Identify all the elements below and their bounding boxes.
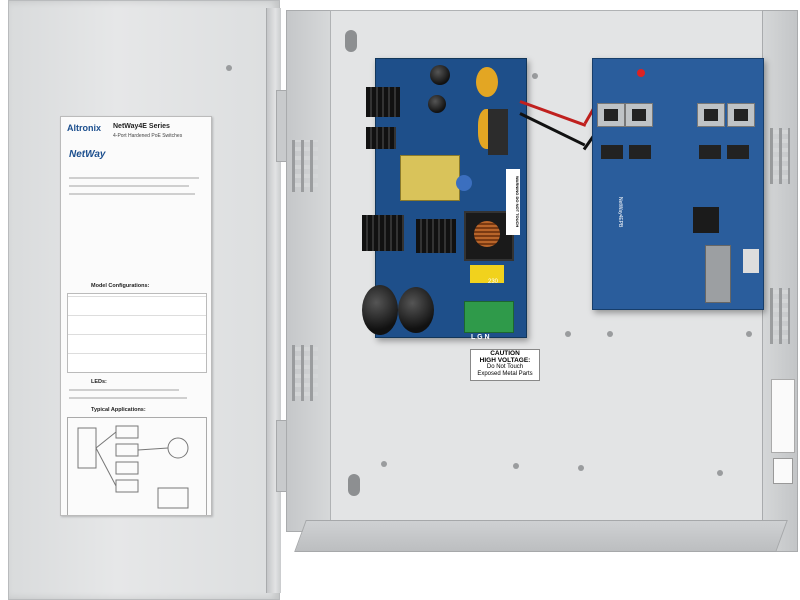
- door-documentation-label: Altronix NetWay4E Series 4-Port Hardened…: [60, 116, 212, 516]
- mounting-hole: [746, 331, 752, 337]
- heatsink: [366, 87, 400, 117]
- mounting-hole: [565, 331, 571, 337]
- caution-text: Do Not Touch: [486, 364, 524, 370]
- leds-heading: LEDs:: [91, 379, 107, 385]
- vent-slots: [770, 128, 790, 184]
- transformer: [400, 155, 460, 201]
- text-line: [69, 185, 189, 187]
- ethernet-port[interactable]: [597, 103, 625, 127]
- warning-text: WARNING: [515, 176, 520, 196]
- transformer-module: [601, 145, 623, 159]
- mounting-keyhole: [345, 30, 357, 52]
- mounting-hole: [513, 463, 519, 469]
- ac-terminal-block: L G N: [464, 301, 514, 341]
- enclosure-bottom: [294, 520, 788, 552]
- terminal-marking: L G N: [471, 334, 490, 341]
- caution-label: CAUTION HIGH VOLTAGE: Do Not Touch Expos…: [470, 349, 540, 381]
- enclosure-side-sticker: [773, 458, 793, 484]
- pcb-warning-sticker: WARNING DO NOT TOUCH: [506, 169, 520, 235]
- text-line: [69, 193, 195, 195]
- poe-switch-board: NetWay4EPB: [592, 58, 764, 310]
- choke-coil: [464, 211, 514, 261]
- series-title: NetWay4E Series: [113, 123, 170, 130]
- vent-slots: [770, 288, 790, 344]
- heatsink: [366, 127, 396, 149]
- capacitor: [430, 65, 450, 85]
- mounting-keyhole: [348, 474, 360, 496]
- ethernet-port[interactable]: [727, 103, 755, 127]
- door-screw: [226, 65, 232, 71]
- caution-heading: CAUTION: [490, 350, 520, 357]
- sfp-port[interactable]: [705, 245, 731, 303]
- application-diagram: [67, 417, 207, 515]
- text-line: [69, 397, 187, 399]
- warning-text: DO NOT TOUCH: [515, 196, 520, 228]
- heatsink: [362, 215, 404, 251]
- typical-applications-heading: Typical Applications:: [91, 407, 146, 413]
- switch-chip: [693, 207, 719, 233]
- ethernet-port[interactable]: [697, 103, 725, 127]
- model-configurations-table: [67, 293, 207, 373]
- caution-subheading: HIGH VOLTAGE:: [479, 357, 531, 364]
- usb-port[interactable]: [743, 249, 759, 273]
- series-subtitle: 4-Port Hardened PoE Switches: [113, 133, 183, 139]
- transformer-module: [727, 145, 749, 159]
- power-supply-board: L G N 230 WARNING DO NOT TOUCH: [362, 58, 527, 341]
- voltage-marking: 230: [488, 279, 499, 285]
- enclosure-left-wall: [286, 10, 338, 532]
- transformer-module: [629, 145, 651, 159]
- ethernet-port[interactable]: [625, 103, 653, 127]
- diagram-lines: [77, 425, 189, 509]
- x-capacitor: [470, 265, 504, 283]
- fuse-cap: [476, 67, 498, 97]
- caution-text: Exposed Metal Parts: [477, 371, 533, 377]
- capacitor: [428, 95, 446, 113]
- board-model-text: NetWay4EPB: [617, 197, 623, 228]
- vent-slots: [292, 345, 318, 401]
- mounting-hole: [607, 331, 613, 337]
- text-line: [69, 389, 179, 391]
- text-line: [69, 177, 199, 179]
- brand-logo: Altronix: [67, 123, 102, 133]
- capacitor-blue: [456, 175, 472, 191]
- capacitor: [398, 287, 434, 333]
- enclosure-side-label: [771, 379, 795, 453]
- status-led: [637, 69, 645, 77]
- model-configurations-heading: Model Configurations:: [91, 283, 150, 289]
- heatsink: [416, 219, 456, 253]
- dc-terminal-block: [488, 109, 508, 155]
- mounting-hole: [578, 465, 584, 471]
- mounting-hole: [532, 73, 538, 79]
- capacitor: [362, 285, 398, 335]
- product-logo: NetWay: [69, 149, 106, 160]
- transformer-module: [699, 145, 721, 159]
- mounting-hole: [717, 470, 723, 476]
- vent-slots: [292, 140, 318, 192]
- mounting-hole: [381, 461, 387, 467]
